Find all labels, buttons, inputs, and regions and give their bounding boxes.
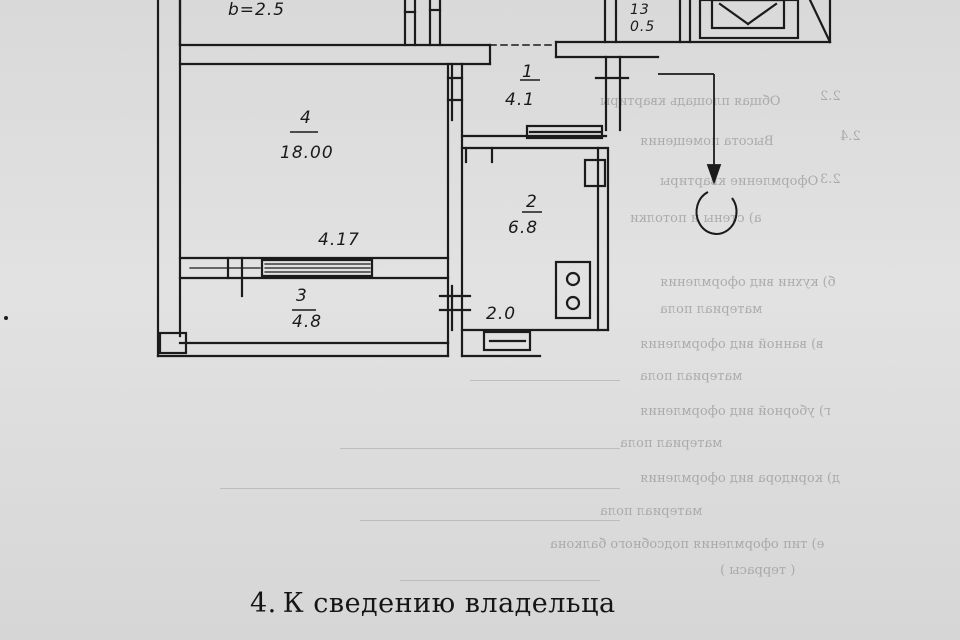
ghost-underline — [340, 448, 620, 449]
room-label-4-number: 4 — [300, 108, 312, 128]
room-label-top-left-area: b=2.5 — [228, 0, 286, 20]
ghost-underline — [360, 520, 620, 521]
dimension-label-4-17: 4.17 — [318, 230, 360, 250]
room-label-3-area: 4.8 — [292, 312, 323, 332]
room-label-2-number: 2 — [526, 192, 538, 212]
room-label-3-number: 3 — [296, 286, 308, 306]
room-label-1-area: 4.1 — [505, 90, 536, 110]
room-label-2-area: 6.8 — [508, 218, 539, 238]
section-heading: 4.К сведению владельца — [250, 590, 616, 617]
section-title: К сведению владельца — [282, 588, 616, 619]
ghost-underline — [220, 488, 620, 489]
ghost-underline — [470, 380, 620, 381]
room-label-1-number: 1 — [522, 62, 534, 82]
room-label-4-area: 18.00 — [280, 143, 334, 163]
section-number: 4. — [250, 588, 277, 619]
ghost-underline — [400, 580, 600, 581]
room-label-13-number: 13 — [630, 2, 650, 18]
dimension-label-2-0: 2.0 — [486, 304, 517, 324]
room-label-13-area: 0.5 — [630, 19, 656, 35]
